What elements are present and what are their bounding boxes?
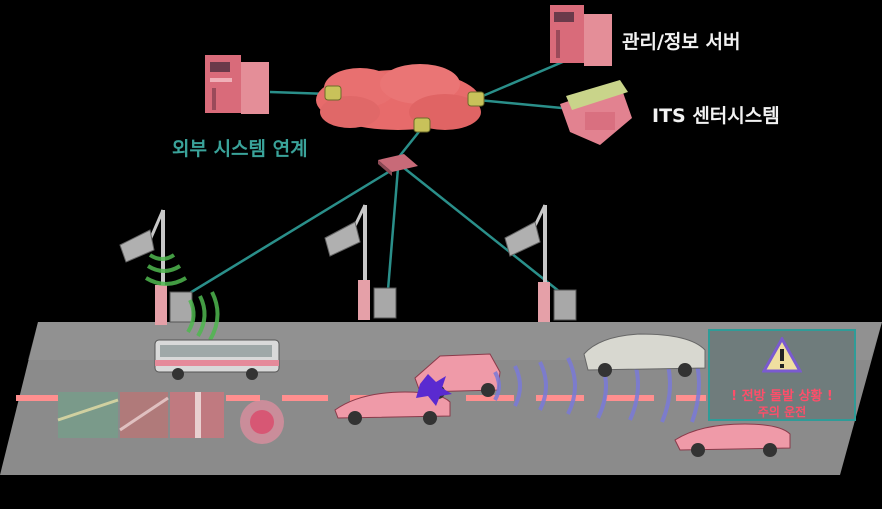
warning-triangle-icon	[762, 337, 802, 373]
warning-subtext: 주의 운전	[757, 405, 807, 419]
warning-sign: ! 전방 돌발 상황 ! 주의 운전	[708, 329, 856, 421]
cctv-image	[57, 392, 224, 438]
car-icon	[583, 333, 706, 377]
server-icon	[550, 5, 612, 66]
network-links	[174, 56, 573, 304]
warning-headline: ! 전방 돌발 상황 !	[731, 389, 833, 404]
management-server-label: 관리/정보 서버	[622, 31, 741, 53]
collision-icon	[240, 400, 284, 444]
car-icon	[414, 353, 501, 406]
camera-pole-icon	[119, 209, 193, 325]
camera-pole-icon	[504, 204, 577, 322]
control-center-icon	[560, 80, 632, 145]
its-center-label: ITS 센터시스템	[652, 105, 780, 127]
external-link-label: 외부 시스템 연계	[172, 138, 308, 160]
cloud-network-icon	[316, 64, 485, 133]
router-icon	[378, 154, 418, 176]
car-icon	[674, 423, 791, 457]
server-icon	[205, 55, 269, 114]
car-icon	[334, 391, 451, 425]
signal-wave-icon	[144, 253, 220, 342]
bus-icon	[154, 339, 280, 380]
camera-pole-icon	[324, 204, 397, 320]
